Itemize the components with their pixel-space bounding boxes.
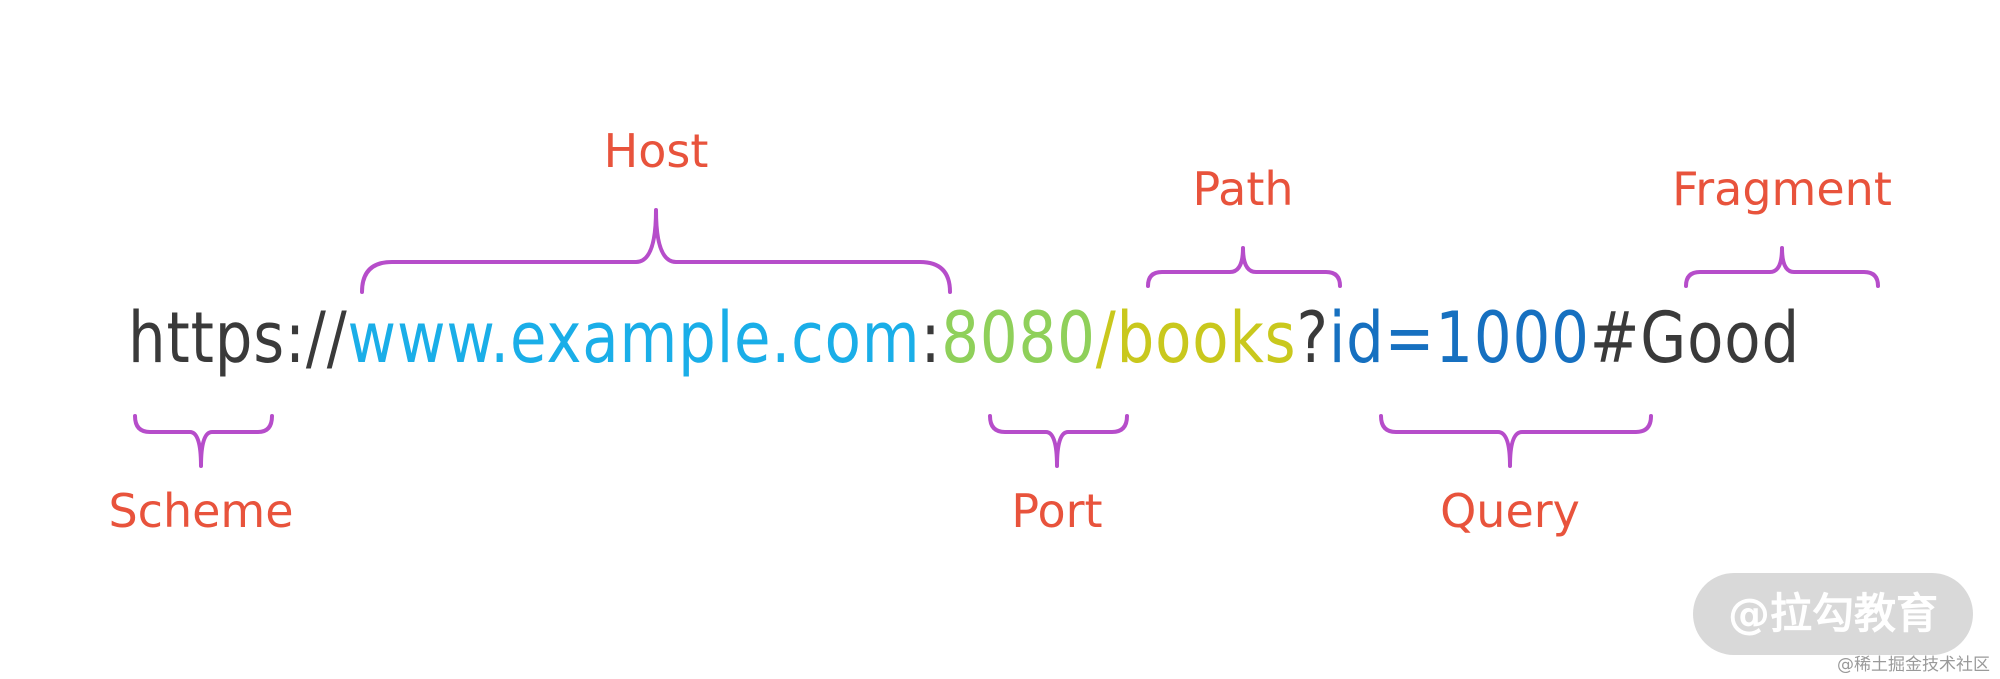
port-brace <box>988 414 1129 468</box>
port-colon-text: : <box>920 297 941 379</box>
host-text: www.example.com <box>348 297 921 379</box>
host-label: Host <box>604 124 709 178</box>
fragment-label: Fragment <box>1672 162 1892 216</box>
fragment-text: #Good <box>1590 297 1800 379</box>
query-label: Query <box>1440 484 1580 538</box>
watermark-badge-text: @拉勾教育 <box>1728 589 1938 638</box>
scheme-label: Scheme <box>108 484 293 538</box>
fragment-brace <box>1684 246 1880 288</box>
path-label: Path <box>1192 162 1293 216</box>
query-brace <box>1379 414 1653 468</box>
query-text: id=1000 <box>1329 297 1590 379</box>
path-text: /books <box>1096 297 1297 379</box>
scheme-brace <box>133 414 274 468</box>
port-text: 8080 <box>941 297 1095 379</box>
query-mark-text: ? <box>1296 297 1328 379</box>
scheme-text: https:// <box>128 297 348 379</box>
watermark-badge-bg <box>1693 573 1973 655</box>
watermark-corner-text: @稀土掘金技术社区 <box>1837 655 1990 675</box>
path-brace <box>1146 246 1342 288</box>
url-text: https://www.example.com:8080/books?id=10… <box>128 297 1800 379</box>
port-label: Port <box>1011 484 1102 538</box>
host-brace <box>360 208 952 294</box>
